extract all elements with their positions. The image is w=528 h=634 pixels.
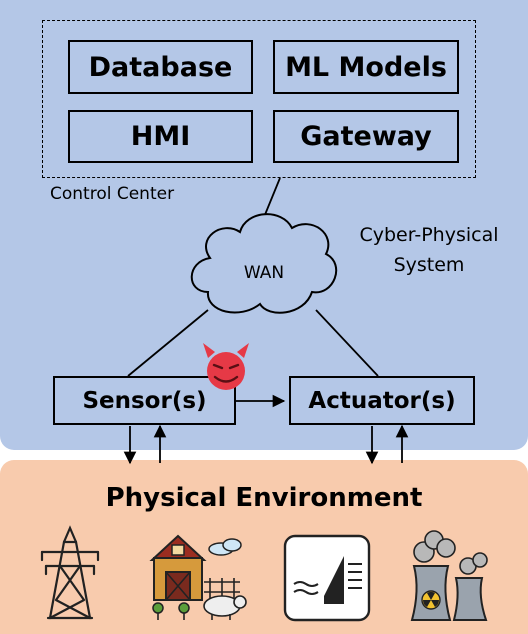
- dam-icon: [283, 534, 371, 622]
- wan-to-sensor-line: [127, 309, 209, 377]
- gateway-label: Gateway: [300, 121, 432, 152]
- gateway-box: Gateway: [273, 110, 459, 163]
- cps-label: Cyber-Physical System: [334, 220, 524, 280]
- wan-label: WAN: [243, 263, 285, 283]
- wan-cloud-icon: [190, 213, 338, 314]
- control-center-label: Control Center: [50, 184, 175, 204]
- sensor-label: Sensor(s): [82, 387, 207, 414]
- database-box: Database: [68, 40, 253, 94]
- power-tower-icon: [40, 525, 100, 620]
- wan-to-actuator-line: [315, 309, 379, 377]
- database-label: Database: [88, 51, 233, 83]
- sensor-box: Sensor(s): [53, 376, 236, 425]
- cps-label-line1: Cyber-Physical: [359, 224, 499, 246]
- actuator-label: Actuator(s): [308, 387, 456, 414]
- actuator-box: Actuator(s): [289, 376, 475, 425]
- cps-label-line2: System: [393, 254, 465, 276]
- hmi-box: HMI: [68, 110, 253, 163]
- hmi-label: HMI: [130, 121, 191, 152]
- ml-models-label: ML Models: [285, 51, 447, 83]
- physical-environment-title: Physical Environment: [105, 483, 423, 513]
- control-center-group: [42, 20, 476, 178]
- ml-models-box: ML Models: [273, 40, 459, 94]
- nuclear-plant-icon: [410, 530, 488, 621]
- farm-icon: [149, 534, 247, 620]
